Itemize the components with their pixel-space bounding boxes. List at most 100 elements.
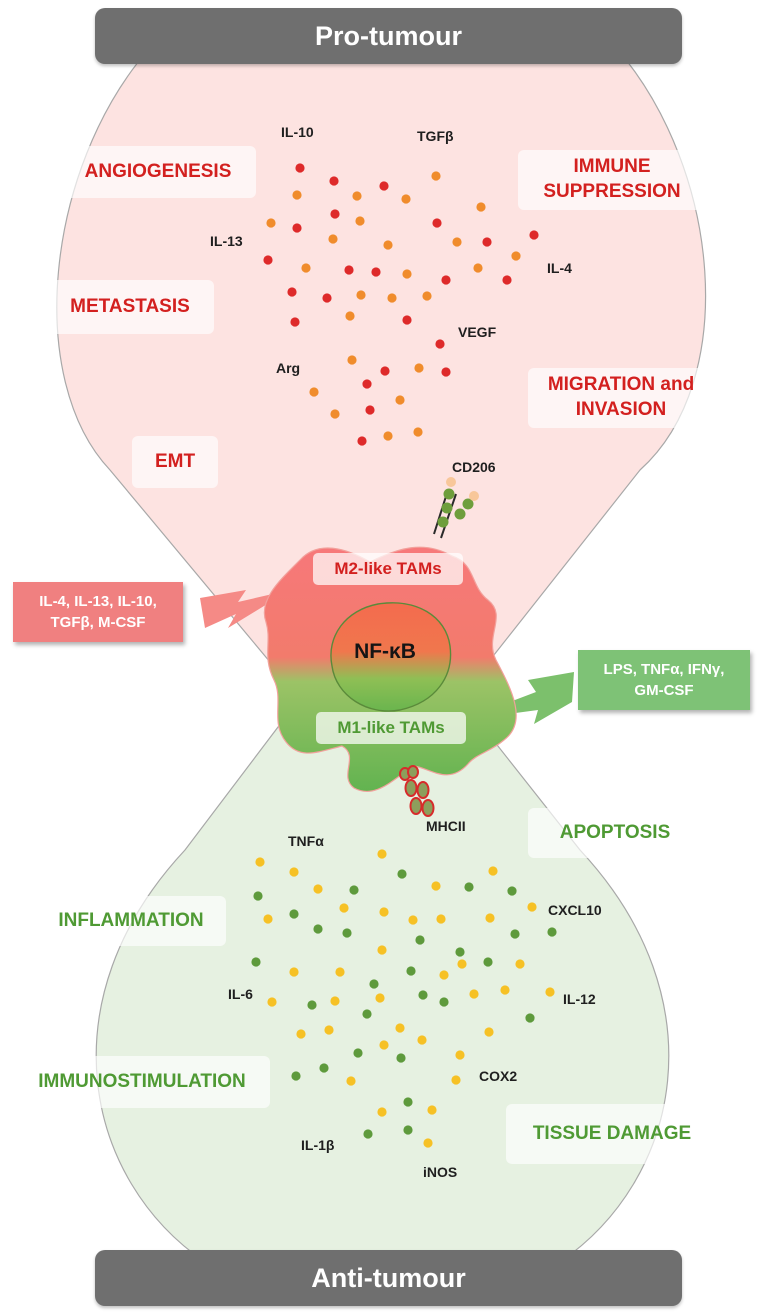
cytokine-vegf: VEGF: [458, 324, 497, 340]
migration-invasion-label: MIGRATION and INVASION: [528, 368, 714, 428]
anti-tumour-cytokine-dot: [507, 886, 517, 896]
pro-tumour-cytokine-dot: [441, 367, 451, 377]
cytokine-il1b: IL-1β: [301, 1137, 335, 1153]
pro-tumour-cytokine-dot: [347, 355, 357, 365]
m2-tam-label: M2-like TAMs: [313, 553, 463, 585]
anti-tumour-cytokine-dot: [423, 1138, 433, 1148]
pro-tumour-cytokine-dot: [356, 290, 366, 300]
anti-tumour-cytokine-dot: [547, 927, 557, 937]
anti-tumour-cytokine-dot: [525, 1013, 535, 1023]
nfkb-label: NF-κB: [354, 640, 416, 663]
anti-tumour-cytokine-dot: [439, 970, 449, 980]
cytokine-cox2: COX2: [479, 1068, 518, 1084]
anti-tumour-cytokine-dot: [510, 929, 520, 939]
anti-tumour-cytokine-dot: [363, 1129, 373, 1139]
anti-tumour-cytokine-dot: [251, 957, 261, 967]
anti-tumour-cytokine-dot: [353, 1048, 363, 1058]
cytokine-il6: IL-6: [228, 986, 253, 1002]
pro-tumour-cytokine-dot: [502, 275, 512, 285]
pro-tumour-cytokine-dot: [473, 263, 483, 273]
anti-tumour-cytokine-dot: [335, 967, 345, 977]
apoptosis-label: APOPTOSIS: [528, 808, 702, 858]
cytokine-mhcii: MHCII: [426, 818, 466, 834]
anti-tumour-cytokine-dot: [296, 1029, 306, 1039]
anti-tumour-cytokine-dot: [484, 1027, 494, 1037]
anti-tumour-cytokine-dot: [464, 882, 474, 892]
pro-tumour-cytokine-dot: [476, 202, 486, 212]
anti-tumour-cytokine-dot: [377, 849, 387, 859]
anti-tumour-cytokine-dot: [377, 1107, 387, 1117]
anti-tumour-cytokine-dot: [313, 884, 323, 894]
pro-tumour-cytokine-dot: [482, 237, 492, 247]
nucleus: [330, 602, 452, 712]
anti-tumour-cytokine-dot: [319, 1063, 329, 1073]
anti-tumour-cytokine-dot: [397, 869, 407, 879]
cytokine-tnfa: TNFα: [288, 833, 324, 849]
pro-tumour-cytokine-dot: [387, 293, 397, 303]
pro-tumour-cytokine-dot: [292, 223, 302, 233]
pro-tumour-cytokine-dot: [344, 265, 354, 275]
anti-tumour-cytokine-dot: [436, 914, 446, 924]
anti-tumour-cytokine-dot: [396, 1053, 406, 1063]
pro-tumour-cytokine-dot: [395, 395, 405, 405]
anti-tumour-cytokine-dot: [362, 1009, 372, 1019]
anti-tumour-cytokine-dot: [339, 903, 349, 913]
angiogenesis-label: ANGIOGENESIS: [60, 146, 256, 198]
pro-tumour-cytokine-dot: [383, 240, 393, 250]
anti-tumour-cytokine-dot: [455, 1050, 465, 1060]
anti-tumour-cytokine-dot: [488, 866, 498, 876]
anti-tumour-cytokine-dot: [375, 993, 385, 1003]
pro-tumour-cytokine-dot: [529, 230, 539, 240]
pro-tumour-cytokine-dot: [329, 176, 339, 186]
anti-tumour-cytokine-dot: [483, 957, 493, 967]
anti-tumour-cytokine-dot: [485, 913, 495, 923]
pro-tumour-cytokine-dot: [290, 317, 300, 327]
anti-tumour-cytokine-dot: [417, 1035, 427, 1045]
anti-tumour-cytokine-dot: [415, 935, 425, 945]
anti-tumour-cytokine-dot: [330, 996, 340, 1006]
pro-tumour-cytokine-dot: [414, 363, 424, 373]
anti-tumour-cytokine-dot: [324, 1025, 334, 1035]
cd206-receptor: [433, 477, 479, 539]
pro-tumour-cytokine-dot: [362, 379, 372, 389]
anti-tumour-header: Anti-tumour: [95, 1250, 682, 1306]
emt-label: EMT: [132, 436, 218, 488]
inflammation-label: INFLAMMATION: [36, 896, 226, 946]
m1-polarising-stimuli: LPS, TNFα, IFNγ, GM-CSF: [578, 650, 750, 710]
anti-tumour-cytokine-dot: [267, 997, 277, 1007]
pro-tumour-cytokine-dot: [266, 218, 276, 228]
cytokine-il13: IL-13: [210, 233, 243, 249]
anti-tumour-cytokine-dot: [455, 947, 465, 957]
anti-tumour-cytokine-dot: [255, 857, 265, 867]
pro-tumour-cytokine-dot: [355, 216, 365, 226]
anti-tumour-cytokine-dot: [500, 985, 510, 995]
anti-tumour-cytokine-dot: [346, 1076, 356, 1086]
anti-tumour-cytokine-dot: [379, 907, 389, 917]
anti-tumour-cytokine-dot: [408, 915, 418, 925]
anti-tumour-cytokine-dot: [289, 909, 299, 919]
pro-tumour-cytokine-dot: [402, 315, 412, 325]
m1-tam-label: M1-like TAMs: [316, 712, 466, 744]
cytokine-cxcl10: CXCL10: [548, 902, 602, 918]
pro-tumour-cytokine-dot: [431, 171, 441, 181]
anti-tumour-cytokine-dot: [289, 967, 299, 977]
anti-tumour-cytokine-dot: [545, 987, 555, 997]
cytokine-il10: IL-10: [281, 124, 314, 140]
anti-tumour-cytokine-dot: [431, 881, 441, 891]
anti-tumour-cytokine-dot: [451, 1075, 461, 1085]
pro-tumour-cytokine-dot: [287, 287, 297, 297]
anti-tumour-cytokine-dot: [253, 891, 263, 901]
pro-tumour-cytokine-dot: [371, 267, 381, 277]
anti-tumour-cytokine-dot: [515, 959, 525, 969]
anti-tumour-cytokine-dot: [369, 979, 379, 989]
pro-tumour-cytokine-dot: [383, 431, 393, 441]
pro-tumour-cytokine-dot: [345, 311, 355, 321]
anti-tumour-cytokine-dot: [379, 1040, 389, 1050]
pro-tumour-cytokine-dot: [379, 181, 389, 191]
anti-tumour-cytokine-dot: [313, 924, 323, 934]
pro-tumour-cytokine-dot: [402, 269, 412, 279]
anti-tumour-cytokine-dot: [457, 959, 467, 969]
anti-tumour-cytokine-dot: [377, 945, 387, 955]
pro-tumour-cytokine-dot: [292, 190, 302, 200]
